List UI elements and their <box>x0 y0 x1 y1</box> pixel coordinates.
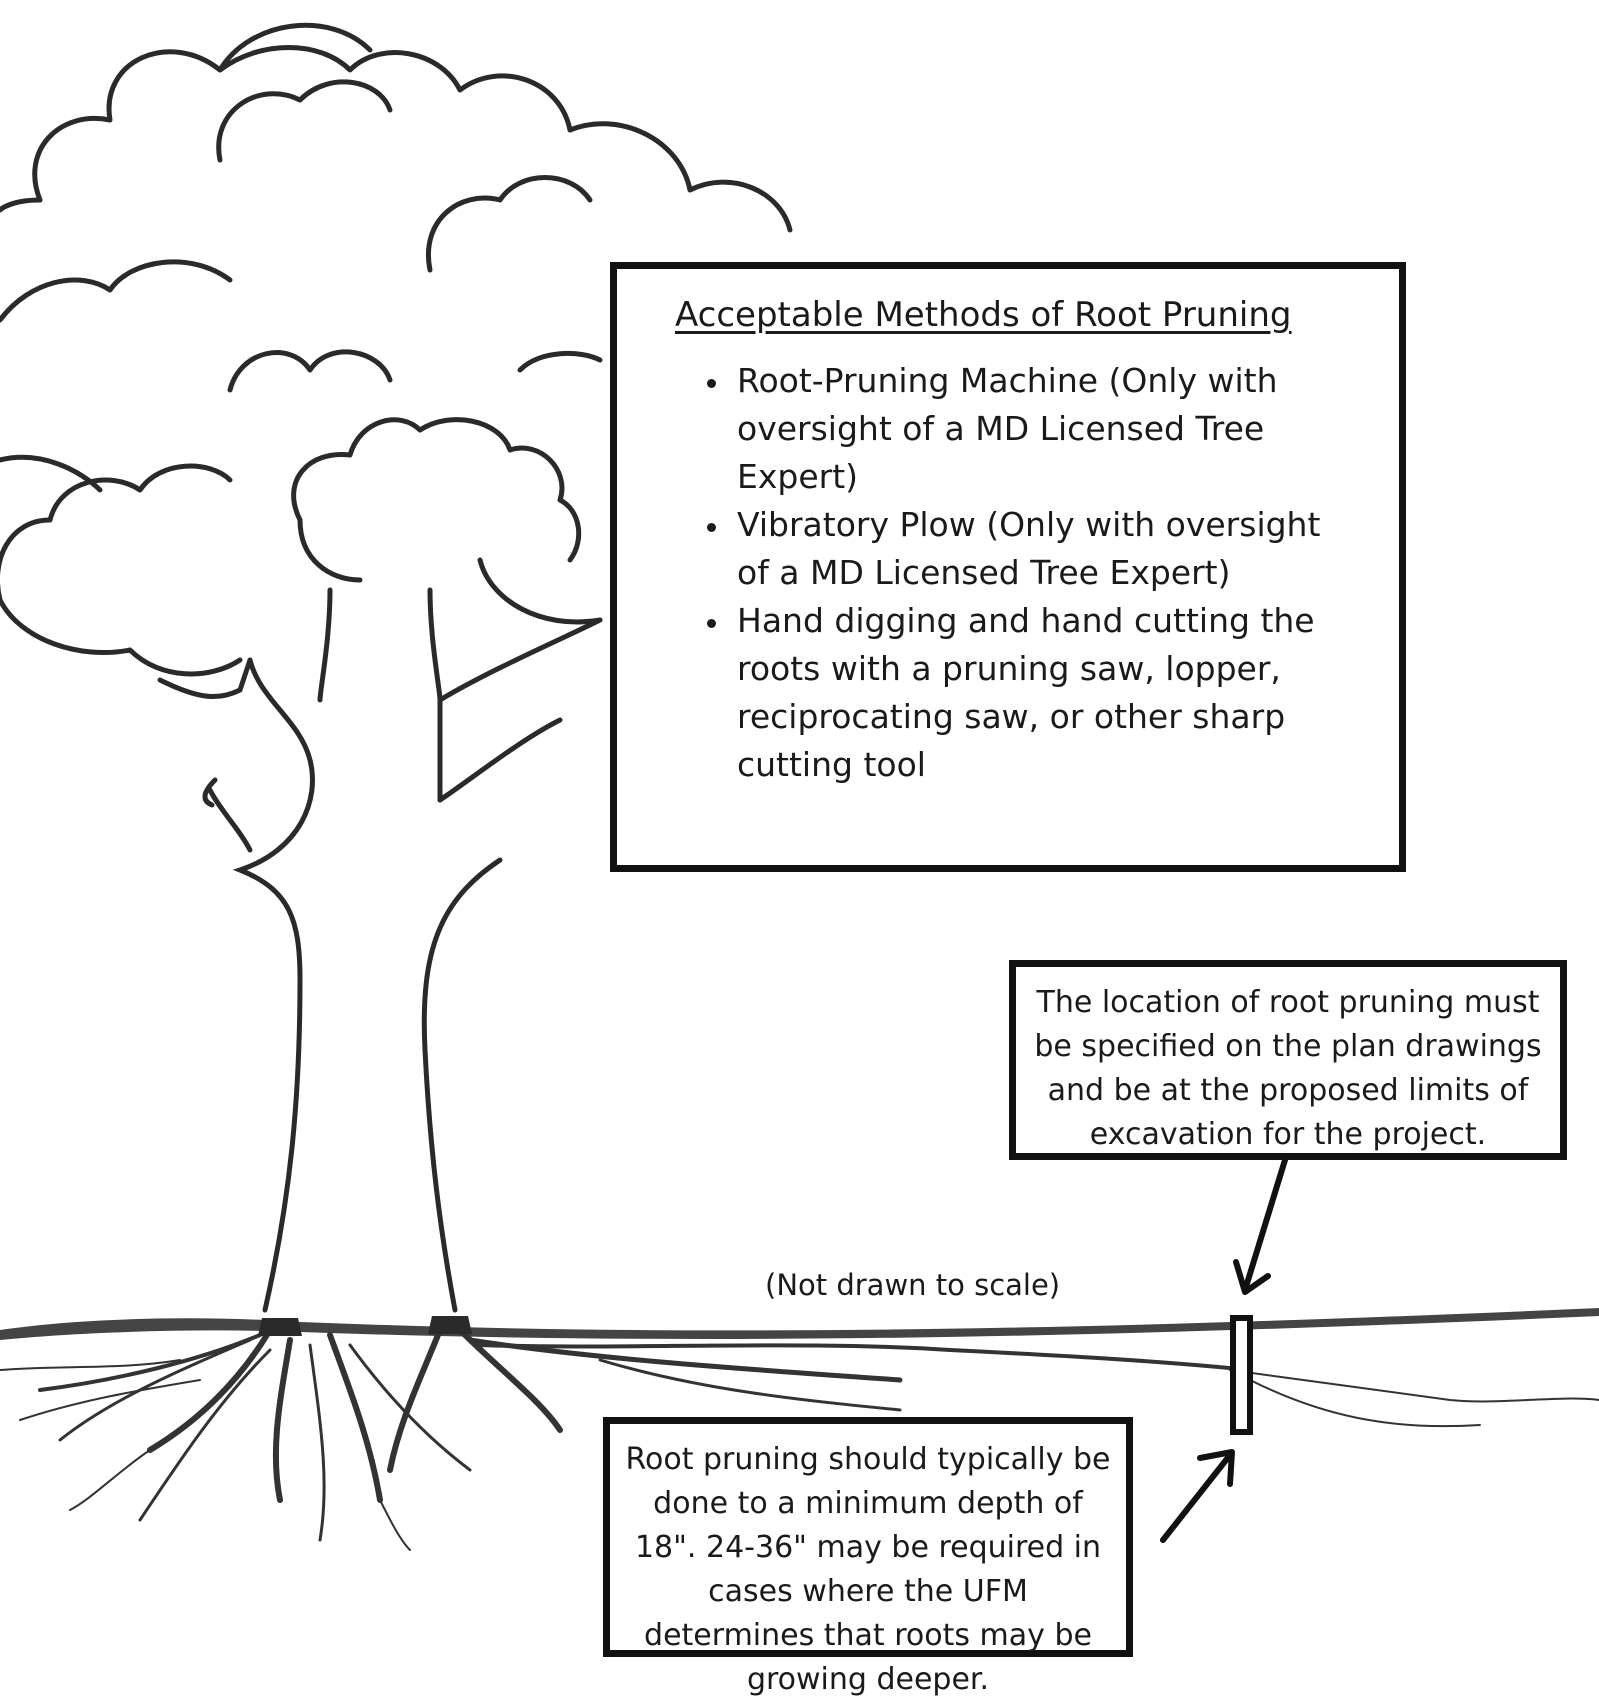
location-arrow <box>1242 1157 1288 1293</box>
list-item: Root-Pruning Machine (Only with oversigh… <box>731 357 1359 501</box>
pruning-trench <box>1230 1315 1253 1435</box>
tree-illustration <box>0 22 1599 1551</box>
scale-note: (Not drawn to scale) <box>765 1268 1061 1302</box>
methods-title: Acceptable Methods of Root Pruning <box>675 295 1292 335</box>
depth-arrow <box>1160 1452 1233 1543</box>
location-note-box: The location of root pruning must be spe… <box>1009 960 1567 1160</box>
methods-box: Acceptable Methods of Root Pruning Root-… <box>610 262 1406 872</box>
tree-trunk <box>157 587 603 1313</box>
methods-list: Root-Pruning Machine (Only with oversigh… <box>675 357 1359 789</box>
trunk-base <box>258 1316 472 1336</box>
depth-arrowhead <box>1197 1449 1235 1487</box>
depth-note-text: Root pruning should typically be done to… <box>625 1442 1111 1697</box>
location-arrowhead <box>1233 1259 1271 1295</box>
ground-line <box>0 1308 1599 1340</box>
list-item: Hand digging and hand cutting the roots … <box>731 597 1359 789</box>
list-item: Vibratory Plow (Only with oversight of a… <box>731 501 1359 597</box>
tree-canopy <box>0 22 793 677</box>
root-system <box>0 1327 1599 1551</box>
location-note-text: The location of root pruning must be spe… <box>1034 985 1542 1152</box>
arrows <box>1160 1157 1288 1543</box>
depth-note-box: Root pruning should typically be done to… <box>603 1417 1133 1697</box>
